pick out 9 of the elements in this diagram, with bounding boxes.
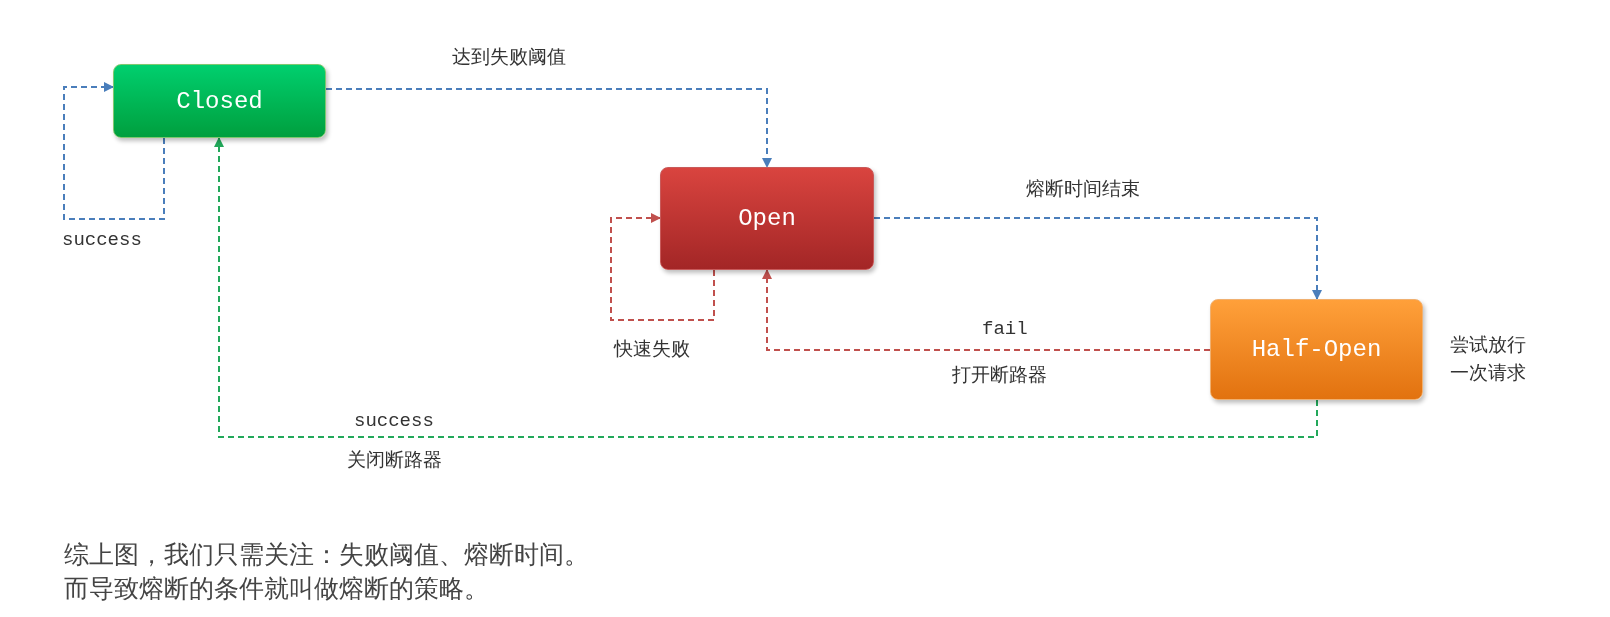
state-box: Half-Open — [1210, 299, 1423, 400]
arrow — [762, 269, 1211, 351]
arrow — [873, 217, 1322, 300]
arrow — [325, 88, 772, 168]
state-box: Open — [660, 167, 874, 270]
arrow — [63, 82, 165, 220]
state-box: Closed — [113, 64, 326, 138]
arrow — [214, 137, 1318, 438]
arrow — [610, 213, 715, 321]
